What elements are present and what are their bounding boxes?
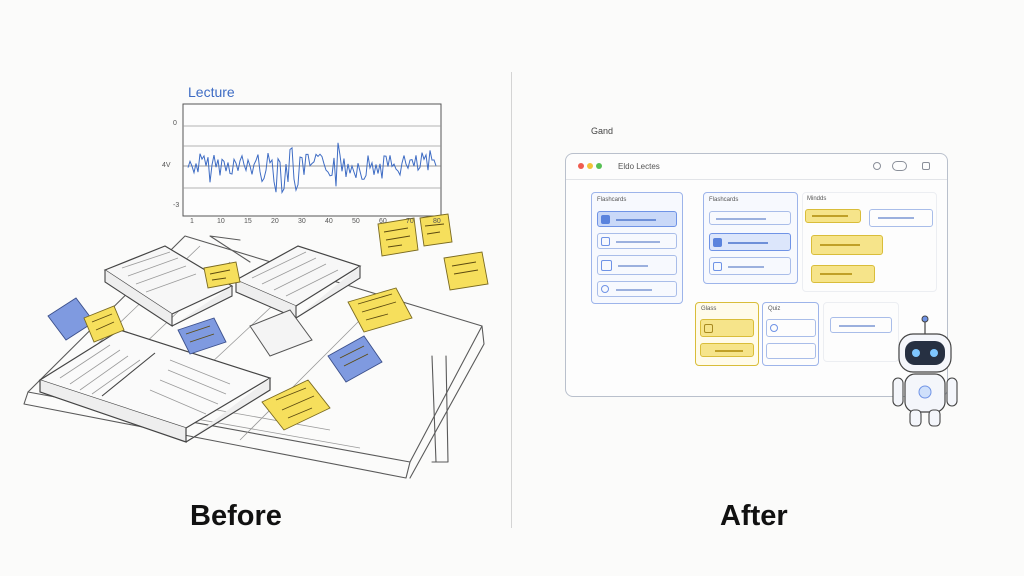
sticky-notes <box>47 213 489 431</box>
glass-item[interactable] <box>700 343 754 357</box>
flashcard-item[interactable] <box>597 281 677 297</box>
glass-card[interactable]: Glass <box>695 302 759 366</box>
robot-assistant-icon <box>892 315 958 427</box>
item-text-line <box>616 219 656 221</box>
chart-x-tick-label: 70 <box>406 218 414 225</box>
chart-x-tick-label: 20 <box>271 218 279 225</box>
mind-map-node[interactable] <box>805 209 861 223</box>
book-icon <box>704 324 713 333</box>
item-text-line <box>715 350 743 352</box>
item-text-line <box>616 241 660 243</box>
flashcard-item[interactable] <box>709 257 791 275</box>
chart-y-label-bottom: -3 <box>173 202 180 209</box>
panel-divider <box>511 72 512 528</box>
chart-x-tick-label: 50 <box>352 218 360 225</box>
mind-map-card-title: Mindds <box>807 196 827 202</box>
before-panel: Lecture 0 4V -3 1 10 15 20 30 40 50 60 70 80 Befo… <box>0 0 511 576</box>
header-label: Gand <box>591 126 614 136</box>
chart-x-tick-label: 80 <box>433 218 441 225</box>
item-text-line <box>616 289 652 291</box>
chart-y-label-top: 0 <box>173 120 177 127</box>
chart-x-tick-label: 1 <box>190 218 194 225</box>
item-text-line <box>820 244 860 246</box>
flashcards-card[interactable]: Flashcards <box>591 192 683 304</box>
flashcard-item[interactable] <box>597 233 677 249</box>
mind-map-node[interactable] <box>869 209 933 227</box>
mind-map-node[interactable] <box>811 265 875 283</box>
toggle-switch[interactable] <box>892 161 907 171</box>
glass-card-title: Glass <box>701 306 717 312</box>
item-text-line <box>839 325 875 327</box>
chart-title: Lecture <box>188 84 235 100</box>
item-text-line <box>716 218 766 220</box>
chart-x-tick-label: 60 <box>379 218 387 225</box>
window-title: Eldo Lectes <box>618 162 660 171</box>
glass-item[interactable] <box>700 319 754 337</box>
lecture-waveform-chart <box>182 103 442 217</box>
chart-x-tick-label: 10 <box>217 218 225 225</box>
image-icon <box>713 262 722 271</box>
item-text-line <box>618 265 648 267</box>
minimize-window-dot[interactable] <box>587 163 593 169</box>
flashcard-item[interactable] <box>709 233 791 251</box>
close-window-dot[interactable] <box>578 163 584 169</box>
document-icon <box>601 260 612 271</box>
extra-card[interactable] <box>823 302 899 362</box>
app-window: Eldo Lectes Flashcards <box>565 153 948 397</box>
chart-x-tick-label: 40 <box>325 218 333 225</box>
lock-icon <box>713 238 722 247</box>
window-menu-icon[interactable] <box>922 162 930 170</box>
item-text-line <box>878 217 914 219</box>
item-text-line <box>820 273 852 275</box>
quiz-item[interactable] <box>766 343 816 359</box>
chart-x-tick-label: 15 <box>244 218 252 225</box>
mind-map-node[interactable] <box>811 235 883 255</box>
flashcard-item[interactable] <box>597 255 677 275</box>
chart-x-tick-label: 30 <box>298 218 306 225</box>
flashcard-item[interactable] <box>597 211 677 227</box>
image-icon <box>601 237 610 246</box>
item-text-line <box>728 266 764 268</box>
maximize-window-dot[interactable] <box>596 163 602 169</box>
extra-item[interactable] <box>830 317 892 333</box>
circle-icon <box>601 285 609 293</box>
flashcard-item[interactable] <box>709 211 791 225</box>
messy-desk-illustration <box>23 103 489 479</box>
quiz-card-title: Quiz <box>768 306 781 312</box>
quiz-item[interactable] <box>766 319 816 337</box>
flashcards-card-title: Flashcards <box>597 197 627 203</box>
chart-y-label-mid: 4V <box>162 162 171 169</box>
window-title-bar: Eldo Lectes <box>566 154 947 180</box>
mind-map-card[interactable]: Mindds <box>802 192 937 292</box>
before-caption: Before <box>190 500 282 532</box>
settings-icon[interactable] <box>873 162 881 170</box>
notebook-stack <box>38 245 362 443</box>
after-caption: After <box>720 500 788 532</box>
flashcards-card-2-title: Flashcards <box>709 197 739 203</box>
after-panel: Gand Eldo Lectes Flashcards <box>513 0 1024 576</box>
search-icon <box>770 324 778 332</box>
flashcards-card-2[interactable]: Flashcards <box>703 192 798 284</box>
item-text-line <box>812 215 848 217</box>
code-icon <box>601 215 610 224</box>
quiz-card[interactable]: Quiz <box>762 302 819 366</box>
item-text-line <box>728 242 768 244</box>
